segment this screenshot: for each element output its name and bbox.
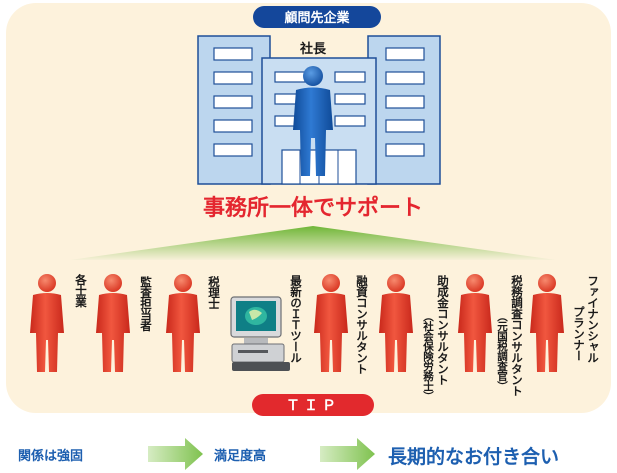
role-label: プランナー bbox=[572, 306, 586, 361]
role-sublabel: （元国税調査官） bbox=[496, 311, 508, 391]
computer-icon bbox=[230, 296, 290, 371]
role-label: 税務調査コンサルタント bbox=[510, 275, 524, 396]
headline: 事務所一体でサポート bbox=[203, 195, 423, 221]
client-label: 顧問先企業 bbox=[284, 10, 350, 26]
bottom-step1: 関係は強固 bbox=[18, 448, 83, 464]
arrow-right-icon bbox=[148, 438, 203, 470]
staff-figure-icon bbox=[314, 274, 348, 372]
staff-figure-icon bbox=[30, 274, 64, 372]
bottom-step2: 満足度高 bbox=[214, 448, 266, 464]
panel-background bbox=[6, 3, 611, 413]
staff-figure-icon bbox=[530, 274, 564, 372]
president-label: 社長 bbox=[299, 41, 327, 57]
role-sublabel: （社会保険労務士） bbox=[422, 311, 434, 401]
tip-label: ＴＩＰ bbox=[286, 398, 340, 414]
role-label: 融資コンサルタント bbox=[355, 275, 369, 374]
president-figure-icon bbox=[293, 66, 333, 176]
bottom-result: 長期的なお付き合い bbox=[388, 445, 559, 468]
staff-figure-icon bbox=[458, 274, 492, 372]
role-label: 監査担当者 bbox=[139, 276, 153, 331]
staff-group bbox=[30, 274, 564, 372]
role-label: 各士業 bbox=[74, 274, 88, 307]
staff-figure-icon bbox=[379, 274, 413, 372]
role-label: 税理士 bbox=[207, 276, 221, 309]
support-beam bbox=[70, 226, 556, 260]
role-label: 助成金コンサルタント bbox=[436, 275, 450, 385]
staff-figure-icon bbox=[166, 274, 200, 372]
staff-figure-icon bbox=[96, 274, 130, 372]
arrow-right-icon bbox=[320, 438, 375, 470]
client-label-pill bbox=[253, 6, 381, 28]
tip-pill bbox=[252, 394, 374, 416]
role-label: 最新のＩＴツール bbox=[289, 275, 303, 363]
role-label: ファイナンシャル bbox=[586, 275, 600, 363]
